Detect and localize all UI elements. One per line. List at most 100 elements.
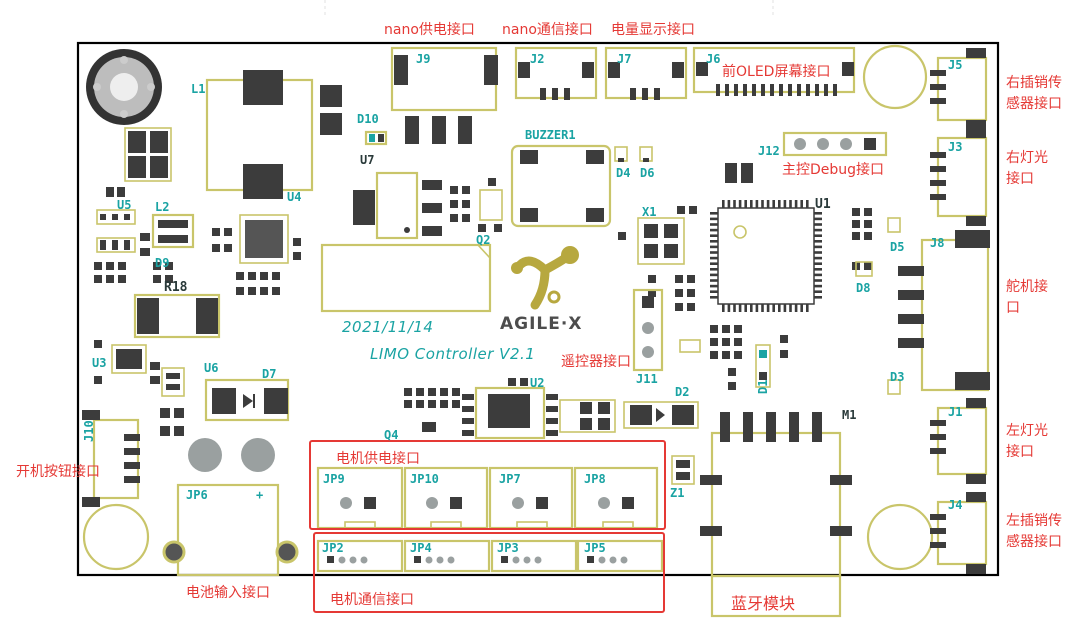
label-bluetooth: 蓝牙模块 [731, 594, 796, 613]
ref-l1: L1 [191, 82, 206, 96]
ref-u4: U4 [287, 190, 302, 204]
label-servo-1: 舵机接 [1006, 279, 1048, 295]
ref-j8: J8 [930, 236, 945, 250]
ref-d5: D5 [890, 240, 905, 254]
label-right-light-2: 接口 [1006, 171, 1034, 187]
label-left-light-1: 左灯光 [1006, 423, 1048, 439]
ref-jp6: JP6 [186, 488, 208, 502]
ref-u3: U3 [92, 356, 107, 370]
agilex-logo-icon [511, 246, 579, 310]
battery-connector-jp6 [162, 483, 299, 577]
ref-u5: U5 [117, 198, 132, 212]
connector-j4 [930, 492, 988, 574]
ic-u3 [94, 340, 160, 384]
label-battery-input: 电池输入接口 [186, 585, 270, 601]
ref-j10: J10 [82, 420, 96, 442]
diode-d2 [623, 401, 699, 429]
ic-array-center [212, 214, 301, 295]
label-nano-power: nano供电接口 [384, 22, 475, 38]
diode-d7 [204, 378, 290, 422]
ref-jp10: JP10 [410, 472, 439, 486]
bluetooth-module-m1 [700, 412, 852, 618]
label-nano-comm: nano通信接口 [502, 22, 593, 38]
connector-j3 [930, 128, 988, 226]
label-power-button: 开机按钮接口 [16, 464, 100, 480]
label-left-pin-sensor-1: 左插销传 [1006, 513, 1062, 529]
label-left-pin-sensor-2: 感器接口 [1006, 534, 1062, 550]
ref-j2: J2 [530, 52, 545, 66]
ref-j1: J1 [948, 405, 963, 419]
motor-power-connectors [316, 466, 659, 530]
buzzer [510, 144, 612, 228]
board-date: 2021/11/14 [342, 318, 434, 336]
inductor-l1 [205, 70, 314, 199]
caps-left [124, 127, 172, 182]
board-model: LIMO Controller V2.1 [370, 345, 536, 363]
ref-j6: J6 [706, 52, 721, 66]
ref-m1: M1 [842, 408, 857, 422]
debug-header-j12 [782, 131, 888, 157]
u5-area [94, 187, 136, 283]
connector-j6 [692, 46, 856, 96]
ref-j11: J11 [636, 372, 658, 386]
label-right-pin-sensor-2: 感器接口 [1006, 96, 1062, 112]
ic-u2 [462, 378, 558, 440]
ref-z1: Z1 [670, 486, 685, 500]
leds-d4-d6 [614, 146, 653, 162]
ref-l2: L2 [155, 200, 170, 214]
mcu-u1 [710, 200, 822, 312]
ic-u7 [353, 171, 470, 240]
module-outline [320, 243, 492, 313]
l2-area [140, 213, 195, 283]
ref-jp4: JP4 [410, 541, 432, 555]
ref-jp2: JP2 [322, 541, 344, 555]
crystal-x1 [618, 206, 697, 311]
label-battery-display: 电量显示接口 [611, 22, 695, 38]
ref-d3: D3 [890, 370, 905, 384]
label-remote: 遥控器接口 [561, 354, 631, 370]
remote-header-j11 [632, 288, 664, 372]
transistor-q2 [478, 178, 503, 232]
ref-d10: D10 [357, 112, 379, 126]
ref-j7: J7 [617, 52, 632, 66]
label-motor-power: 电机供电接口 [336, 451, 420, 467]
ref-j3: J3 [948, 140, 963, 154]
label-oled: 前OLED屏幕接口 [722, 64, 831, 80]
ref-d6: D6 [640, 166, 655, 180]
ref-d8: D8 [856, 281, 871, 295]
ref-q4: Q4 [384, 428, 399, 442]
ref-j9: J9 [416, 52, 431, 66]
label-right-pin-sensor-1: 右插销传 [1006, 75, 1062, 91]
mounting-holes [82, 44, 934, 571]
ref-j5: J5 [948, 58, 963, 72]
connector-j5 [930, 48, 988, 130]
ref-u2: U2 [530, 376, 545, 390]
ref-x1: X1 [642, 205, 657, 219]
ref-jp7: JP7 [499, 472, 521, 486]
connector-j8 [898, 230, 990, 392]
connector-j1 [930, 398, 988, 484]
motor-power-highlight [309, 440, 666, 530]
ref-buzzer1: BUZZER1 [525, 128, 576, 142]
label-motor-comm: 电机通信接口 [330, 592, 414, 608]
label-left-light-2: 接口 [1006, 444, 1034, 460]
ref-d2: D2 [675, 385, 690, 399]
brand-logo-text: AGILE·X [500, 314, 583, 334]
diode-d5-d8 [855, 217, 901, 277]
ref-u1: U1 [815, 197, 831, 212]
connector-j9 [390, 46, 498, 112]
ref-d4: D4 [616, 166, 631, 180]
ic-u6 [160, 367, 185, 436]
resistor-r18 [133, 293, 221, 339]
motor-comm-highlight [313, 532, 665, 613]
ref-jp5: JP5 [584, 541, 606, 555]
ref-r18: R18 [164, 280, 188, 295]
ref-d9: D9 [155, 256, 170, 270]
ref-d1: D1 [756, 379, 770, 394]
label-servo-2: 口 [1006, 300, 1020, 316]
ref-jp3: JP3 [497, 541, 519, 555]
motor-comm-connectors [316, 539, 664, 573]
ref-d7: D7 [262, 367, 277, 381]
ref-q2: Q2 [476, 233, 491, 247]
ref-u7: U7 [360, 153, 375, 167]
